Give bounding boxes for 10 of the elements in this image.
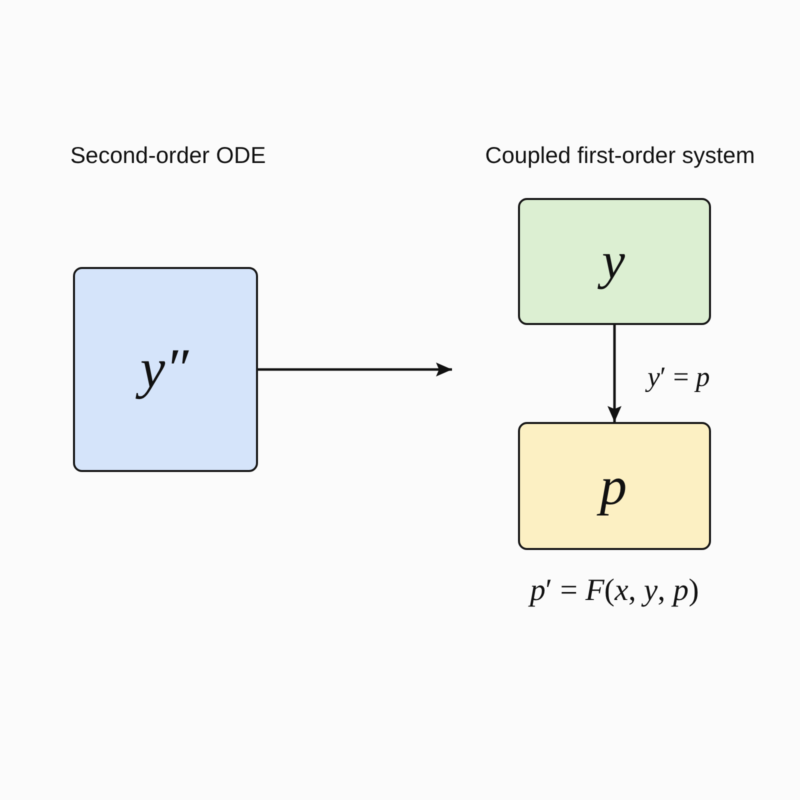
process-box [518, 422, 711, 550]
variable-label: y″ [134, 328, 196, 410]
arrow [258, 362, 452, 376]
section-heading: Coupled first-order system [485, 141, 755, 170]
variable-label: p [594, 446, 634, 526]
arrow [608, 325, 622, 422]
section-heading: Second-order ODE [70, 141, 266, 170]
variable-label: y [596, 224, 632, 300]
process-box [73, 267, 258, 472]
process-box [518, 198, 711, 325]
